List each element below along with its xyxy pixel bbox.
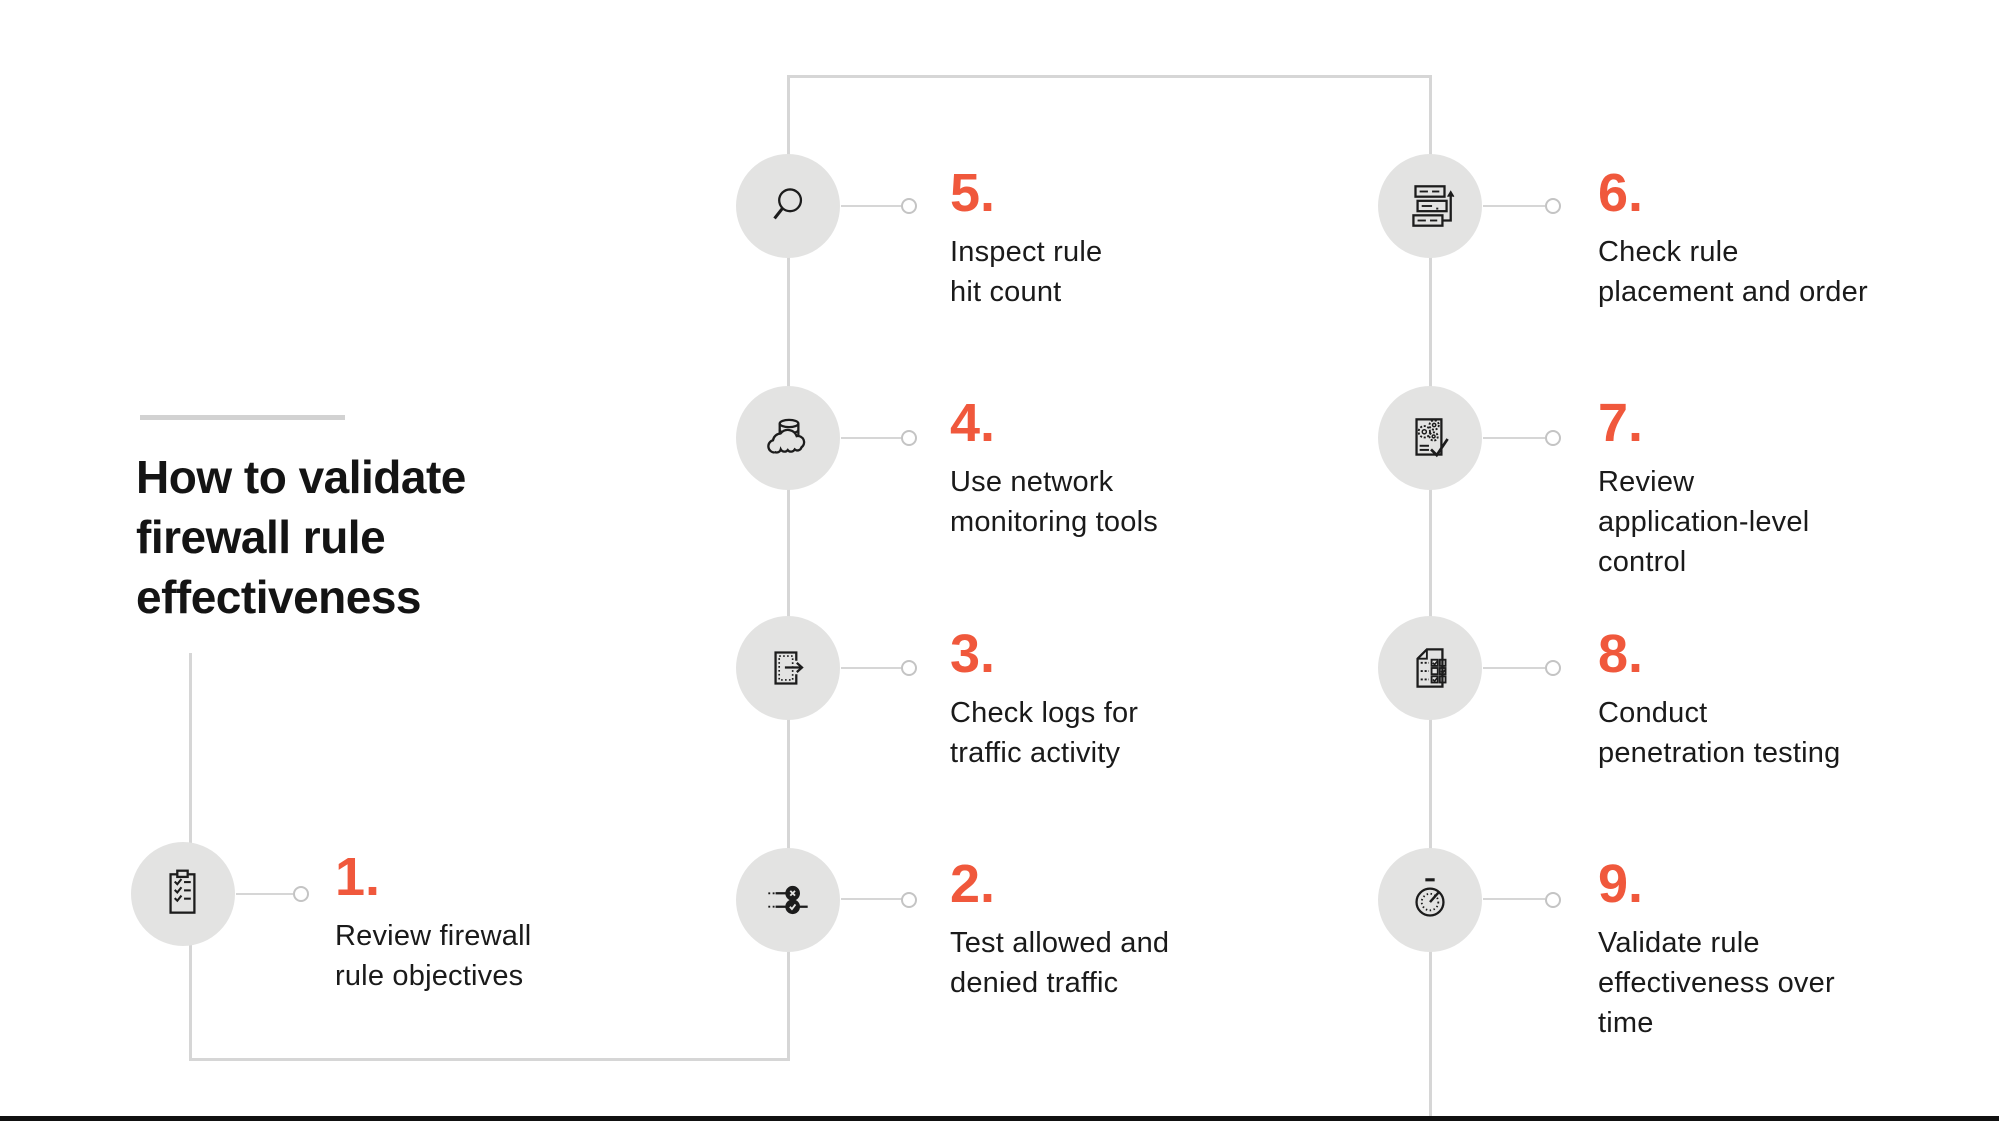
- step-1-icon-circle: [131, 842, 235, 946]
- step-7-connector-ring: [1545, 430, 1561, 446]
- stopwatch-icon: [1415, 878, 1445, 917]
- step-1-connector-ring: [293, 886, 309, 902]
- step-2-connector: [841, 898, 903, 900]
- step-2-icon-circle: [736, 848, 840, 952]
- step-7-number: 7.: [1598, 393, 1644, 453]
- step-3-connector-ring: [901, 660, 917, 676]
- step-1-connector: [236, 893, 293, 895]
- step-9-label: Validate rule effectiveness over time: [1598, 927, 1835, 1039]
- step-6: 6. Check rule placement and order: [1598, 166, 1868, 312]
- step-3-connector: [841, 667, 903, 669]
- step-9: 9. Validate rule effectiveness over time: [1598, 857, 1835, 1043]
- step-1-number: 1.: [335, 847, 381, 907]
- step-2-number: 2.: [950, 854, 996, 914]
- step-1: 1. Review firewall rule objectives: [335, 850, 531, 996]
- step-4-number: 4.: [950, 393, 996, 453]
- step-7-connector: [1483, 437, 1545, 439]
- step-9-number: 9.: [1598, 854, 1644, 914]
- connector-bottom-horizontal: [189, 1058, 790, 1061]
- clipboard-checklist-icon: [169, 869, 196, 914]
- step-2-label: Test allowed and denied traffic: [950, 927, 1170, 999]
- rule-order-icon: [1412, 185, 1455, 227]
- step-2-connector-ring: [901, 892, 917, 908]
- step-3-icon-circle: [736, 616, 840, 720]
- step-2: 2. Test allowed and denied traffic: [950, 857, 1169, 1003]
- step-5-connector: [841, 205, 903, 207]
- step-5: 5. Inspect rule hit count: [950, 166, 1102, 312]
- step-4: 4. Use network monitoring tools: [950, 396, 1158, 542]
- step-6-icon-circle: [1378, 154, 1482, 258]
- step-6-number: 6.: [1598, 163, 1644, 223]
- step-7-label: Review application-level control: [1598, 466, 1810, 578]
- step-5-connector-ring: [901, 198, 917, 214]
- title-accent-line: [140, 415, 345, 420]
- allowed-denied-traffic-icon: [768, 885, 808, 915]
- step-8-connector-ring: [1545, 660, 1561, 676]
- step-7: 7. Review application-level control: [1598, 396, 1809, 582]
- step-6-connector: [1483, 205, 1545, 207]
- step-4-connector: [841, 437, 903, 439]
- step-7-icon-circle: [1378, 386, 1482, 490]
- step-9-connector-ring: [1545, 892, 1561, 908]
- step-8: 8. Conduct penetration testing: [1598, 627, 1840, 773]
- cloud-database-icon: [767, 418, 806, 454]
- step-3: 3. Check logs for traffic activity: [950, 627, 1138, 773]
- penetration-test-checklist-icon: [1416, 648, 1447, 688]
- step-9-icon-circle: [1378, 848, 1482, 952]
- log-export-icon: [774, 651, 804, 685]
- step-6-label: Check rule placement and order: [1598, 236, 1868, 308]
- connector-top-horizontal: [788, 75, 1432, 78]
- step-4-icon-circle: [736, 386, 840, 490]
- step-8-connector: [1483, 667, 1545, 669]
- magnifying-glass-icon: [773, 188, 803, 220]
- step-1-label: Review firewall rule objectives: [335, 920, 532, 992]
- page-title: How to validate firewall rule effectiven…: [136, 451, 466, 623]
- step-6-connector-ring: [1545, 198, 1561, 214]
- step-5-icon-circle: [736, 154, 840, 258]
- connector-right-column-vertical: [1429, 75, 1432, 1116]
- step-5-label: Inspect rule hit count: [950, 236, 1103, 308]
- step-3-label: Check logs for traffic activity: [950, 697, 1139, 769]
- step-8-number: 8.: [1598, 624, 1644, 684]
- connector-middle-column-vertical: [787, 75, 790, 1060]
- application-control-icon: [1415, 418, 1449, 458]
- step-4-connector-ring: [901, 430, 917, 446]
- step-9-connector: [1483, 898, 1545, 900]
- step-4-label: Use network monitoring tools: [950, 466, 1158, 538]
- bottom-rule: [0, 1116, 1999, 1121]
- step-3-number: 3.: [950, 624, 996, 684]
- step-5-number: 5.: [950, 163, 996, 223]
- step-8-label: Conduct penetration testing: [1598, 697, 1841, 769]
- step-8-icon-circle: [1378, 616, 1482, 720]
